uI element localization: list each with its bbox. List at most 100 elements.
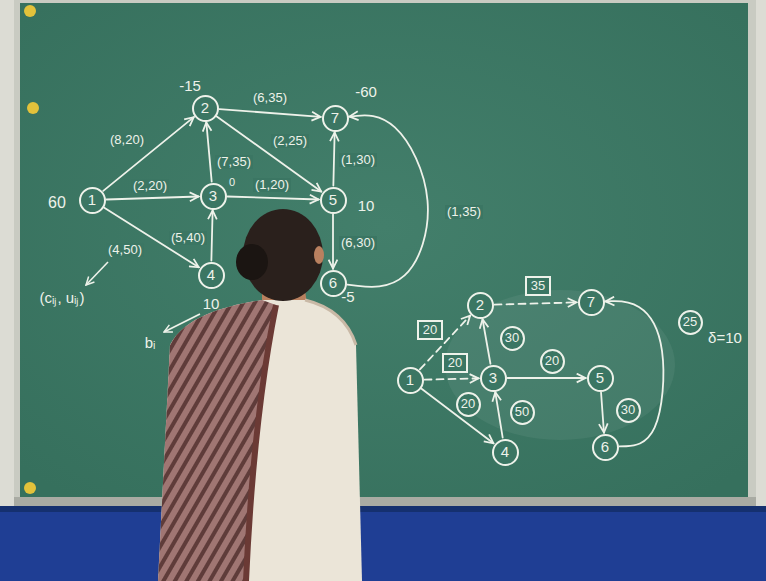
network-node: 7 [578, 289, 605, 316]
network-node: 3 [480, 365, 507, 392]
edge-label-text: 30 [621, 403, 635, 417]
flow-box: 20 [442, 353, 468, 373]
edge-label-text: (8,20) [110, 133, 144, 147]
cost-capacity-label: (2,25) [271, 134, 309, 148]
notation-note: bᵢ [145, 335, 156, 352]
flow-arc [332, 215, 334, 269]
node-number: 5 [596, 370, 604, 387]
node-number: 3 [489, 370, 497, 387]
network-node: 4 [492, 439, 519, 466]
edge-label-text: 50 [515, 405, 529, 419]
node-number: 1 [88, 192, 96, 209]
edge-label-text: 20 [545, 354, 559, 368]
edge-label-text: 20 [423, 323, 437, 337]
flow-box: 20 [417, 320, 443, 340]
magnet [24, 482, 36, 494]
network-node: 6 [592, 434, 619, 461]
step-size-note: δ=10 [708, 330, 742, 347]
flow-arc [217, 116, 321, 191]
edge-label-text: (7,35) [217, 155, 251, 169]
cost-capacity-label: (1,30) [339, 153, 377, 167]
flow-arc [422, 389, 494, 443]
cost-capacity-label: (7,35) [215, 155, 253, 169]
node-number: 2 [476, 297, 484, 314]
flow-circle: 20 [456, 392, 481, 417]
notation-note: (cᵢⱼ, uᵢⱼ) [40, 290, 85, 307]
chalk-ledge [14, 497, 756, 506]
edge-label-text: (5,40) [171, 231, 205, 245]
cost-capacity-label: (1,35) [445, 205, 483, 219]
flow-arc [508, 377, 586, 379]
cost-capacity-label: (8,20) [108, 133, 146, 147]
node-number: 1 [406, 372, 414, 389]
edge-label-text: (2,20) [133, 179, 167, 193]
node-number: 6 [601, 439, 609, 456]
edge-label-text: 20 [461, 397, 475, 411]
node-number: 4 [207, 267, 215, 284]
edge-label-text: 25 [683, 315, 697, 329]
cost-capacity-label: (2,20) [131, 179, 169, 193]
network-node: 4 [198, 262, 225, 289]
edge-label-text: 20 [448, 356, 462, 370]
edge-label-text: (1,20) [255, 178, 289, 192]
edge-label-text: 35 [531, 279, 545, 293]
node-number: 4 [501, 444, 509, 461]
node-number: 5 [329, 192, 337, 209]
flow-arc [333, 132, 334, 185]
ear [314, 246, 324, 264]
network-node: 5 [320, 187, 347, 214]
flow-circle: 30 [616, 398, 641, 423]
node-number: 7 [587, 294, 595, 311]
cost-capacity-label: (4,50) [106, 243, 144, 257]
edge-label-text: (1,35) [447, 205, 481, 219]
node-number: 2 [201, 100, 209, 117]
network-node: 1 [79, 187, 106, 214]
chalk-smudge [445, 290, 675, 440]
supply-value: 0 [229, 176, 235, 188]
sari-body [158, 300, 362, 581]
flow-arc [424, 378, 478, 379]
magnet [24, 5, 36, 17]
flow-arc [483, 319, 491, 363]
sari-drape [158, 300, 276, 581]
flow-box: 35 [525, 276, 551, 296]
flow-arc [494, 302, 576, 304]
supply-value: 10 [358, 198, 375, 215]
flow-arc [227, 196, 318, 199]
flow-arc [495, 392, 502, 437]
flow-arc [106, 196, 198, 199]
edge-label-text: 30 [505, 331, 519, 345]
flow-circle: 25 [678, 310, 703, 335]
supply-value: -15 [179, 78, 201, 95]
leader-arrow [86, 262, 108, 285]
board-surface [20, 3, 748, 497]
network-node: 2 [192, 95, 219, 122]
cost-capacity-label: (6,35) [251, 91, 289, 105]
flow-arc [219, 109, 320, 117]
flow-circle: 20 [540, 349, 565, 374]
flow-circle: 50 [510, 400, 535, 425]
supply-value: -5 [341, 289, 354, 306]
flow-arc [605, 301, 663, 446]
edge-label-text: (6,30) [341, 236, 375, 250]
wall-strip-shadow [0, 506, 766, 512]
flow-circle: 30 [500, 326, 525, 351]
supply-value: 10 [203, 296, 220, 313]
cost-capacity-label: (5,40) [169, 231, 207, 245]
blouse-edge [305, 300, 356, 345]
network-node: 1 [397, 367, 424, 394]
edge-label-text: (1,30) [341, 153, 375, 167]
network-node: 7 [322, 105, 349, 132]
network-node: 2 [467, 292, 494, 319]
node-number: 6 [329, 275, 337, 292]
wall-strip [0, 506, 766, 581]
network-node: 5 [587, 365, 614, 392]
network-node: 3 [200, 183, 227, 210]
flow-arc [211, 210, 212, 260]
edge-label-text: (6,35) [253, 91, 287, 105]
